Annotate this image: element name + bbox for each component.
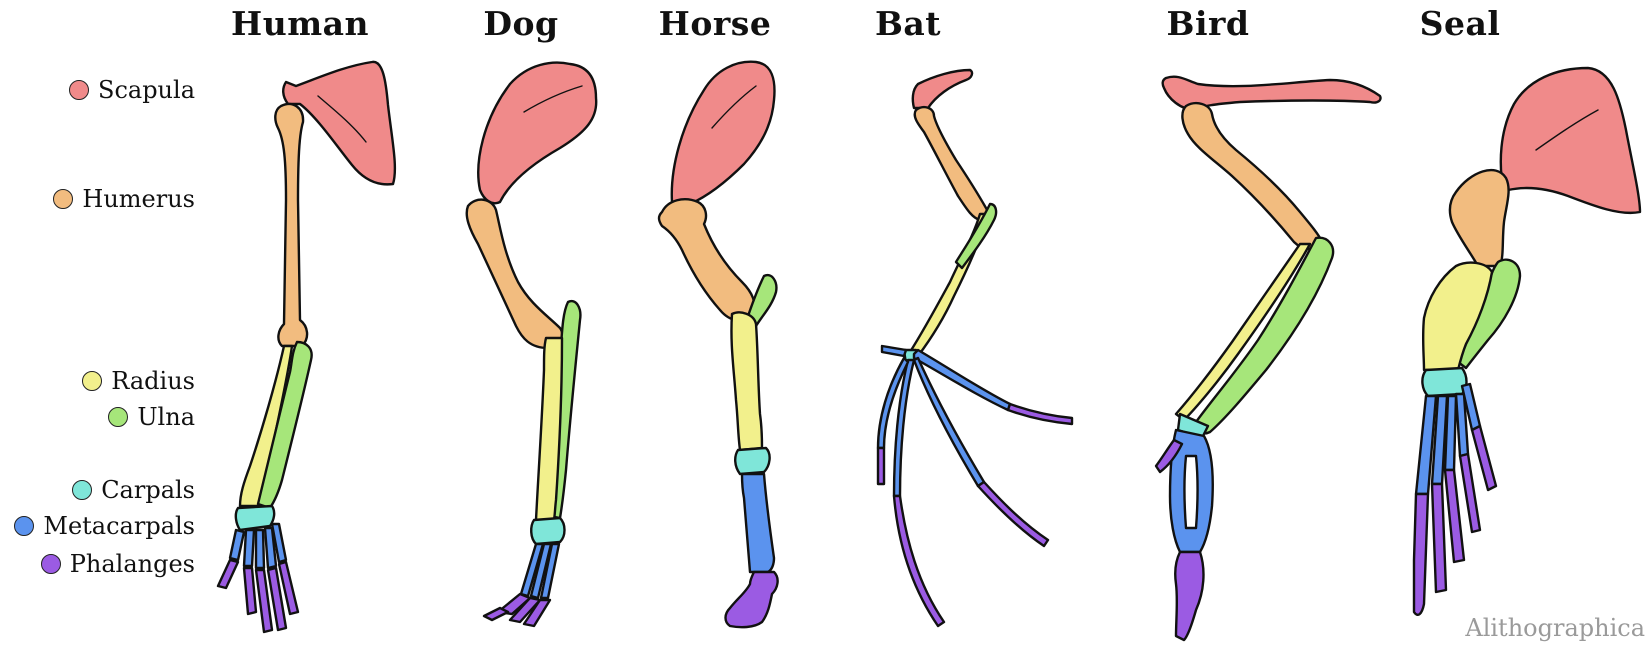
human-humerus [275, 104, 307, 346]
seal-scapula [1501, 68, 1640, 213]
bat-phalanges [878, 404, 1072, 626]
artist-credit: Alithographica [1465, 614, 1645, 642]
bird-ulna [1196, 238, 1333, 434]
dog-scapula [478, 63, 596, 204]
bat-humerus [915, 107, 988, 220]
horse-metacarpals [742, 474, 774, 572]
dog-phalanges [484, 594, 550, 626]
horse-carpals [735, 448, 769, 474]
horse-radius [731, 312, 762, 450]
human-phalanges [218, 560, 298, 632]
horse-forelimb [659, 62, 778, 627]
bat-scapula [913, 70, 972, 108]
bird-humerus [1182, 103, 1322, 249]
bird-forelimb [1156, 77, 1381, 640]
seal-forelimb [1414, 68, 1640, 615]
human-carpals [236, 506, 274, 530]
seal-humerus [1450, 170, 1509, 266]
human-forelimb [218, 62, 395, 632]
dog-forelimb [467, 63, 596, 626]
horse-scapula [672, 62, 775, 206]
bat-forelimb [878, 70, 1072, 626]
horse-phalanges [726, 572, 778, 627]
seal-carpals [1422, 368, 1466, 396]
horse-humerus [659, 199, 754, 320]
dog-humerus [467, 200, 563, 348]
dog-carpals [531, 518, 564, 544]
bat-metacarpals [878, 346, 1010, 496]
dog-metacarpals [521, 544, 559, 598]
